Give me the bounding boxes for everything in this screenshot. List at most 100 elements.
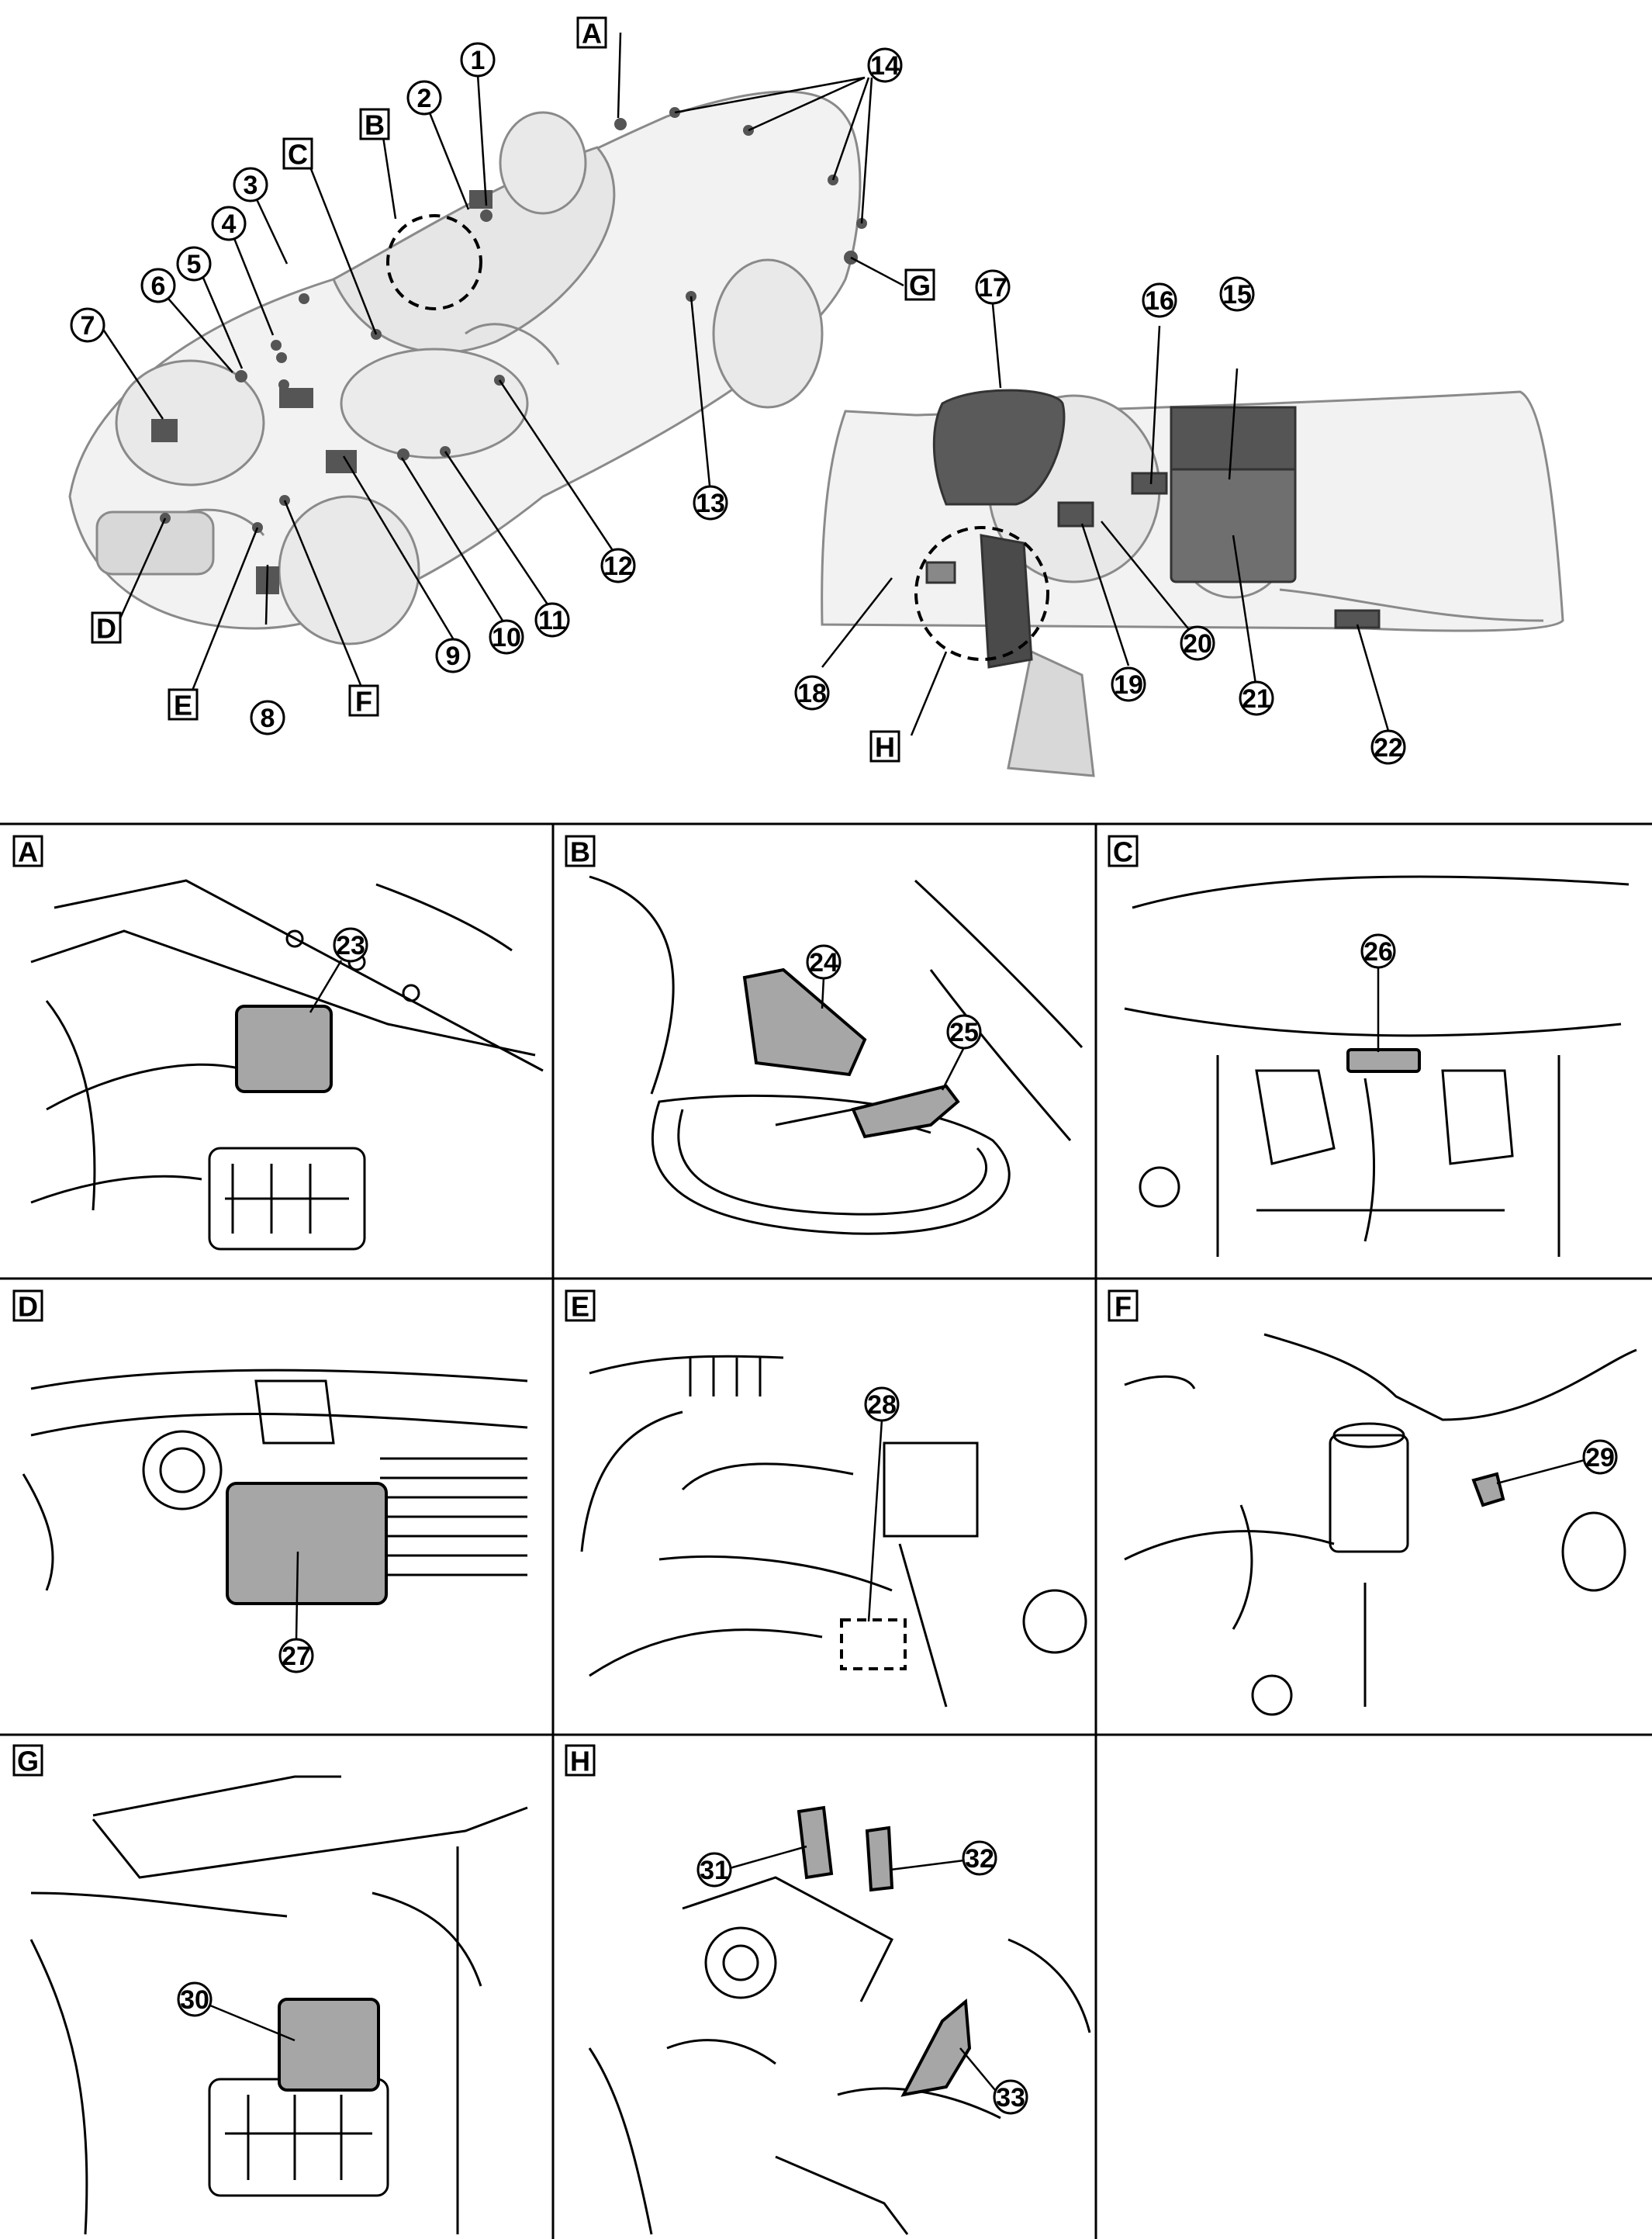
panel-d: D 27	[12, 1289, 528, 1673]
callout-8: 8	[250, 700, 285, 735]
panel-e-hidden-component	[840, 1618, 907, 1670]
dash-component-shapes	[925, 389, 1381, 669]
callout-20: 20	[1180, 625, 1215, 661]
callout-21: 21	[1239, 680, 1274, 716]
svg-text:F: F	[355, 686, 372, 718]
callout-17: 17	[975, 269, 1011, 305]
svg-text:2: 2	[417, 84, 432, 113]
svg-text:E: E	[571, 1291, 589, 1323]
callout-27: 27	[278, 1638, 314, 1673]
svg-text:B: B	[570, 836, 590, 868]
panel-f-component	[1471, 1472, 1505, 1507]
callout-2: 2	[406, 80, 442, 116]
callout-18: 18	[794, 675, 830, 711]
svg-text:33: 33	[996, 2083, 1025, 2113]
svg-text:F: F	[1115, 1291, 1132, 1323]
tag-d: D	[91, 611, 122, 645]
panel-a-component	[235, 1005, 333, 1093]
svg-text:A: A	[18, 836, 38, 868]
callout-29: 29	[1582, 1439, 1618, 1475]
svg-text:18: 18	[797, 679, 827, 708]
tag-a: A	[576, 16, 607, 50]
callout-15: 15	[1219, 276, 1255, 312]
svg-text:21: 21	[1242, 684, 1271, 714]
svg-text:C: C	[288, 139, 308, 171]
callout-9: 9	[435, 638, 471, 673]
overview-letter-tags: A B C D E F G H	[91, 16, 935, 763]
callout-16: 16	[1142, 282, 1177, 318]
callout-31: 31	[696, 1852, 732, 1888]
svg-text:25: 25	[949, 1018, 979, 1047]
svg-text:G: G	[17, 1746, 39, 1777]
tag-b: B	[359, 108, 390, 141]
detail-b-circle	[386, 214, 482, 310]
panel-f-label: F	[1108, 1289, 1139, 1323]
callout-13: 13	[693, 485, 728, 521]
panel-a-label: A	[12, 835, 43, 868]
svg-text:10: 10	[492, 623, 521, 652]
svg-text:23: 23	[336, 931, 365, 960]
callout-19: 19	[1111, 666, 1146, 702]
svg-text:E: E	[174, 690, 192, 722]
svg-text:32: 32	[965, 1844, 994, 1874]
panel-f-illustration	[1124, 1333, 1637, 1716]
svg-text:31: 31	[700, 1856, 729, 1885]
panel-h-component-33	[900, 1998, 972, 2097]
panel-f: F 29	[1108, 1289, 1637, 1716]
svg-text:H: H	[875, 732, 895, 763]
detail-h-circle	[914, 526, 1049, 661]
callout-10: 10	[489, 619, 524, 655]
svg-text:13: 13	[696, 489, 725, 518]
svg-text:11: 11	[538, 606, 566, 635]
svg-text:1: 1	[471, 46, 486, 75]
panel-b-label: B	[565, 835, 596, 868]
tag-g: G	[904, 268, 935, 302]
callout-33: 33	[993, 2079, 1028, 2115]
callout-32: 32	[962, 1840, 997, 1876]
svg-text:26: 26	[1363, 937, 1393, 967]
svg-text:5: 5	[187, 250, 202, 279]
callout-3: 3	[233, 167, 268, 202]
panel-h-label: H	[565, 1744, 596, 1777]
svg-text:16: 16	[1145, 286, 1174, 316]
panel-g-label: G	[12, 1744, 43, 1777]
panel-h-component-31	[797, 1805, 834, 1880]
tag-h: H	[869, 730, 900, 763]
panel-c: C 26	[1108, 835, 1630, 1257]
panel-d-component	[226, 1482, 388, 1605]
svg-text:3: 3	[244, 171, 258, 200]
svg-text:C: C	[1113, 836, 1133, 868]
panel-d-label: D	[12, 1289, 43, 1323]
svg-text:8: 8	[261, 704, 275, 733]
svg-text:9: 9	[446, 642, 461, 671]
callout-14: 14	[867, 47, 903, 83]
detail-grid	[0, 822, 1652, 2239]
callout-6: 6	[140, 268, 176, 303]
callout-26: 26	[1360, 933, 1396, 969]
svg-text:24: 24	[809, 948, 838, 978]
panel-d-illustration	[22, 1369, 528, 1591]
callout-4: 4	[211, 206, 247, 241]
panel-e: E 28	[565, 1289, 1087, 1708]
panel-c-component	[1346, 1048, 1421, 1073]
svg-text:B: B	[365, 109, 385, 141]
panel-g-illustration	[29, 1775, 528, 2235]
svg-text:H: H	[570, 1746, 590, 1777]
callout-7: 7	[70, 307, 105, 343]
panel-h-illustration	[588, 1876, 1091, 2235]
svg-text:14: 14	[870, 51, 900, 81]
overview-numbered-callouts: 1 2 3 4 5 6 7 8 9 10 11 12 13 14 15 16 1…	[70, 42, 1406, 765]
svg-text:17: 17	[978, 273, 1007, 303]
panel-g: G 30	[12, 1744, 528, 2235]
panel-e-label: E	[565, 1289, 596, 1323]
panel-e-illustration	[580, 1355, 1087, 1708]
svg-text:15: 15	[1222, 280, 1252, 310]
callout-22: 22	[1370, 729, 1406, 765]
tag-f: F	[348, 684, 379, 718]
svg-text:4: 4	[222, 209, 237, 239]
callout-23: 23	[333, 927, 368, 963]
panel-b-component-b	[851, 1084, 960, 1139]
svg-text:7: 7	[81, 311, 95, 341]
svg-text:27: 27	[282, 1642, 311, 1671]
